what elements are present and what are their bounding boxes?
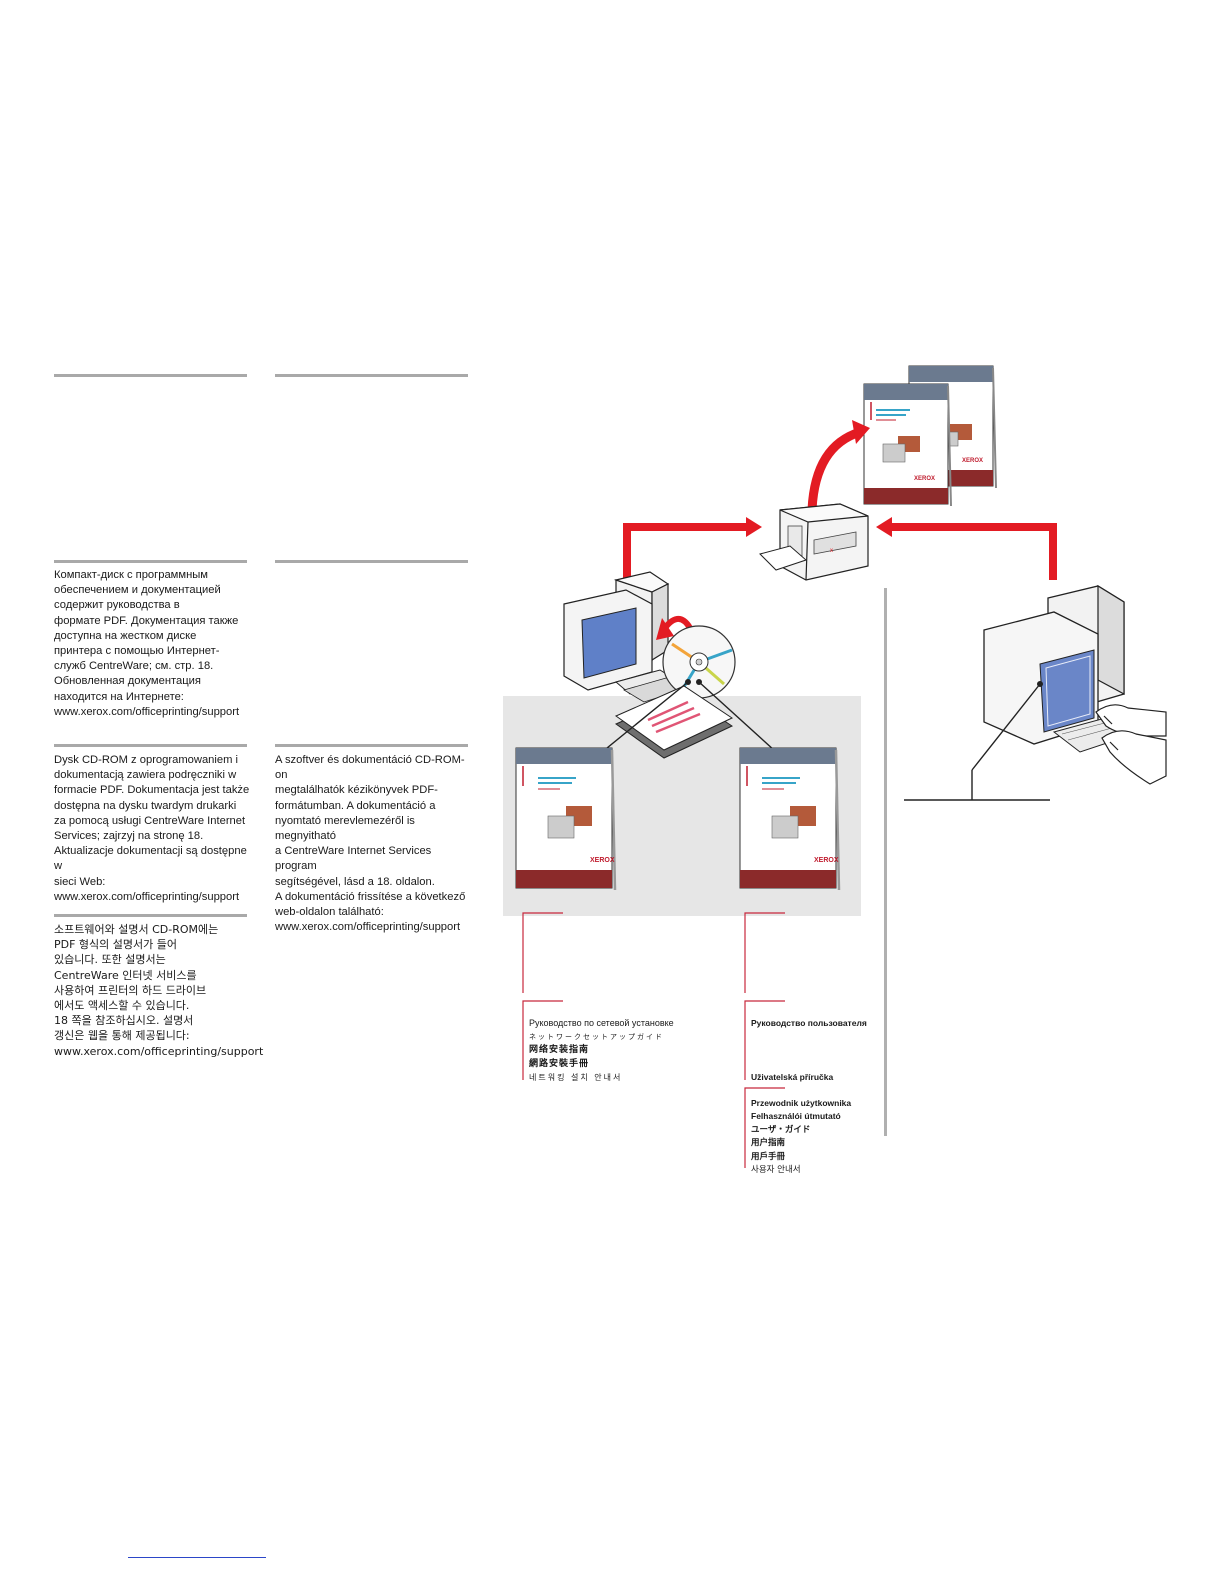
rule-col2-mid — [275, 560, 468, 563]
network-guide-titles: Руководство по сетевой установке ネットワークセ… — [529, 1017, 674, 1085]
network-guide-title-zh-cn: 网络安装指南 — [529, 1045, 590, 1055]
user-guide-title-cs: Uživatelská příručka — [751, 1072, 834, 1082]
user-guide-title-pl: Przewodnik użytkownika — [751, 1097, 852, 1108]
manual-brand-label: XEROX — [814, 857, 839, 864]
rule-col1-polish — [54, 744, 247, 747]
vertical-divider — [884, 588, 887, 1136]
user-guide-title-ru: Руководство пользователя — [751, 1018, 867, 1028]
manual-icon: XEROX — [515, 747, 617, 891]
rule-col2-hungarian — [275, 744, 468, 747]
network-guide-title-ru: Руководство по сетевой установке — [529, 1018, 674, 1028]
manual-brand-label: XEROX — [590, 857, 615, 864]
manual-brand-label: XEROX — [962, 458, 983, 464]
paragraph-hungarian: A szoftver és dokumentáció CD-ROM-on meg… — [275, 754, 466, 934]
rule-col1-korean — [54, 914, 247, 917]
paragraph-russian: Компакт-диск с программным обеспечением … — [54, 569, 240, 718]
rule-col1-russian — [54, 560, 247, 563]
computer-icon — [563, 571, 693, 703]
arrow-workstation-to-printer — [876, 517, 1057, 580]
user-guide-titles: Uživatelská příručka Przewodnik użytkown… — [751, 1071, 851, 1178]
arrow-computer-to-printer — [623, 517, 762, 580]
user-guide-title-zh-cn: 用户指南 — [751, 1138, 786, 1148]
rule-col2-top — [275, 374, 468, 377]
rule-col1-top — [54, 374, 247, 377]
network-guide-title-ja: ネットワークセットアップガイド — [529, 1032, 664, 1041]
manual-stack-icon — [614, 685, 734, 759]
svg-text:x: x — [830, 548, 833, 554]
manual-brand-label: XEROX — [914, 476, 935, 482]
manual-icon: XEROX — [863, 383, 952, 507]
hands-typing-icon — [1095, 704, 1167, 785]
manual-icon: XEROX — [739, 747, 841, 891]
arrow-printer-to-manuals — [807, 420, 870, 511]
network-guide-title-zh-tw: 網路安裝手冊 — [529, 1058, 590, 1069]
paragraph-korean: 소프트웨어와 설명서 CD-ROM에는 PDF 형식의 설명서가 들어 있습니다… — [54, 923, 264, 1058]
user-guide-title-ja: ユーザ・ガイド — [751, 1124, 811, 1135]
callout-bracket-network — [522, 912, 563, 1080]
user-guide-title-ko: 사용자 안내서 — [751, 1165, 801, 1175]
network-guide-title-ko: 네트워킹 설치 안내서 — [529, 1073, 623, 1082]
printer-icon: x — [759, 503, 869, 581]
user-guide-title-zh-tw: 用戶手冊 — [751, 1151, 786, 1162]
paragraph-polish: Dysk CD-ROM z oprogramowaniem i dokument… — [54, 754, 250, 903]
cd-rom-icon — [662, 625, 736, 699]
callout-bracket-user — [744, 912, 785, 1168]
footer-link-rule — [128, 1557, 266, 1558]
user-guide-title-hu: Felhasználói útmutató — [751, 1111, 841, 1121]
